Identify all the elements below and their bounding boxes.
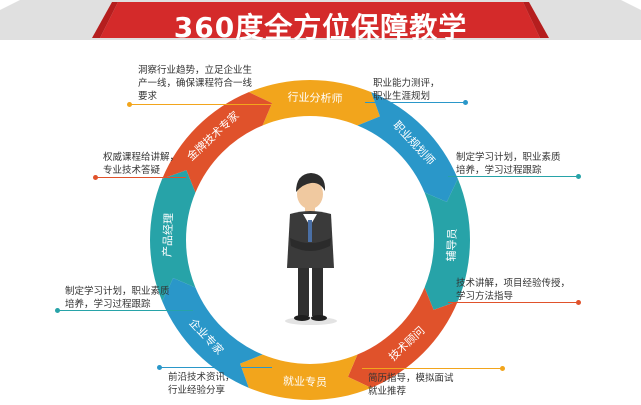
note-tutor: 制定学习计划，职业素质 培养，学习过程跟踪	[456, 151, 561, 177]
note-analyst-line-1: 洞察行业趋势，立足企业生	[138, 65, 253, 76]
note-pm: 制定学习计划，职业素质 培养，学习过程跟踪	[65, 285, 170, 311]
note-consultant: 技术讲解，项目经验传授， 学习方法指导	[456, 277, 570, 303]
note-tutor-line-1: 制定学习计划，职业素质	[456, 152, 561, 163]
note-analyst: 洞察行业趋势，立足企业生 产一线，确保课程符合一线 要求	[138, 64, 252, 103]
dot-pm	[55, 308, 60, 313]
note-planner-line-1: 职业能力测评，	[373, 78, 440, 89]
note-expert-line-2: 专业技术答疑	[103, 165, 161, 176]
note-consultant-line-1: 技术讲解，项目经验传授，	[456, 278, 571, 289]
note-consultant-line-2: 学习方法指导	[456, 291, 514, 302]
connector-planner	[365, 102, 465, 103]
note-enterprise-line-1: 前沿技术资讯，	[168, 372, 235, 383]
note-employment-line-1: 简历指导，模拟面试	[368, 373, 454, 384]
note-enterprise: 前沿技术资讯， 行业经验分享	[168, 371, 235, 397]
note-employment-line-2: 就业推荐	[368, 386, 407, 397]
segment-label-5: 就业专员	[283, 374, 327, 390]
cycle-segment-6	[162, 277, 263, 388]
dot-tutor	[576, 174, 581, 179]
dot-consultant	[576, 300, 581, 305]
note-tutor-line-2: 培养，学习过程跟踪	[456, 165, 542, 176]
connector-tutor	[448, 176, 578, 177]
note-enterprise-line-2: 行业经验分享	[168, 385, 226, 396]
cycle-segment-4	[347, 287, 458, 388]
note-expert-line-1: 权威课程给讲解，	[103, 152, 180, 163]
connector-analyst	[130, 104, 286, 105]
note-pm-line-2: 培养，学习过程跟踪	[65, 299, 151, 310]
note-planner-line-2: 职业生涯规划	[373, 91, 431, 102]
person-legs	[298, 268, 309, 316]
connector-enterprise	[160, 367, 272, 368]
page-title: 360度全方位保障教学	[173, 11, 468, 44]
note-planner: 职业能力测评， 职业生涯规划	[373, 77, 440, 103]
person-hair	[296, 173, 326, 192]
connector-pm	[58, 310, 193, 311]
cycle-segment-8	[162, 92, 273, 193]
connector-consultant	[448, 302, 578, 303]
connector-employment	[362, 368, 502, 369]
cycle-segment-5	[240, 354, 372, 400]
dot-planner	[463, 100, 468, 105]
title-banner	[0, 0, 641, 40]
person-head	[297, 179, 323, 209]
segment-label-7: 产品经理	[160, 213, 176, 257]
dot-analyst	[127, 102, 132, 107]
note-expert: 权威课程给讲解， 专业技术答疑	[103, 151, 179, 177]
note-analyst-line-3: 要求	[138, 91, 158, 102]
dot-employment	[500, 366, 505, 371]
segment-label-3: 辅导员	[444, 228, 459, 261]
cycle-segment-2	[357, 92, 458, 203]
dot-expert	[93, 175, 98, 180]
dot-enterprise	[157, 365, 162, 370]
note-employment: 简历指导，模拟面试 就业推荐	[368, 372, 454, 398]
cycle-segment-7	[150, 170, 196, 302]
connector-expert	[96, 177, 186, 178]
cycle-segment-3	[424, 178, 470, 310]
cycle-segment-1	[248, 80, 380, 126]
note-pm-line-1: 制定学习计划，职业素质	[65, 286, 170, 297]
note-analyst-line-2: 产一线，确保课程符合一线	[138, 78, 253, 89]
person-figure	[285, 173, 337, 325]
segment-label-1: 行业分析师	[287, 90, 342, 106]
